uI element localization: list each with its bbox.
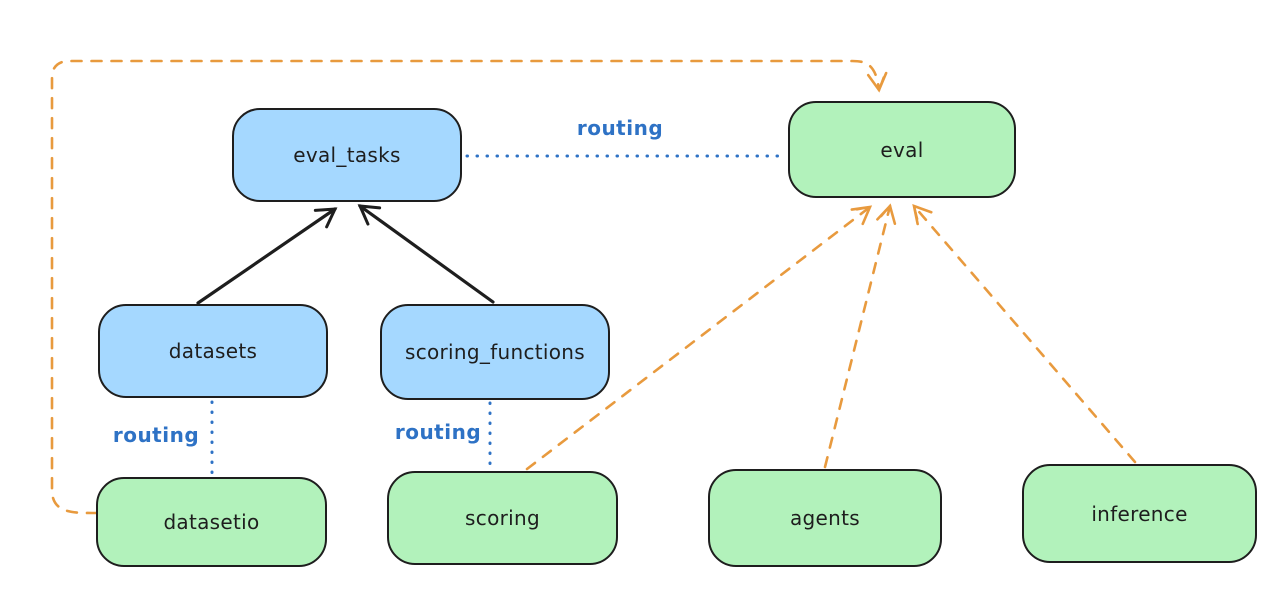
node-datasets-label: datasets — [168, 339, 258, 363]
node-scoring: scoring — [387, 471, 618, 565]
node-agents: agents — [708, 469, 942, 567]
node-inference-label: inference — [1091, 501, 1188, 526]
edge-label-routing-eval-tasks-eval: routing — [576, 116, 664, 140]
edge-datasets-eval-tasks-solid — [196, 207, 338, 305]
edge-agents-eval-dashed — [823, 203, 897, 469]
node-inference: inference — [1022, 464, 1257, 563]
node-eval-label: eval — [880, 137, 924, 162]
node-scoring-functions-label: scoring_functions — [404, 340, 586, 364]
node-scoring-label: scoring — [465, 506, 540, 530]
edge-label-routing-scoring-functions-scoring: routing — [394, 420, 482, 444]
node-scoring-functions: scoring_functions — [380, 304, 610, 400]
node-agents-label: agents — [790, 506, 860, 530]
node-eval-tasks: eval_tasks — [232, 108, 462, 202]
node-datasets: datasets — [98, 304, 328, 398]
node-eval-tasks-label: eval_tasks — [293, 143, 401, 167]
edge-inference-eval-dashed — [912, 203, 1137, 464]
edge-datasetio-eval-dashed — [50, 59, 888, 515]
node-eval: eval — [788, 101, 1016, 198]
node-datasetio-label: datasetio — [163, 510, 260, 534]
edge-label-routing-datasets-datasetio: routing — [112, 423, 200, 447]
edge-scoring-functions-eval-tasks-solid — [357, 204, 495, 304]
node-datasetio: datasetio — [96, 477, 327, 567]
edge-scoring-eval-dashed — [525, 205, 873, 471]
